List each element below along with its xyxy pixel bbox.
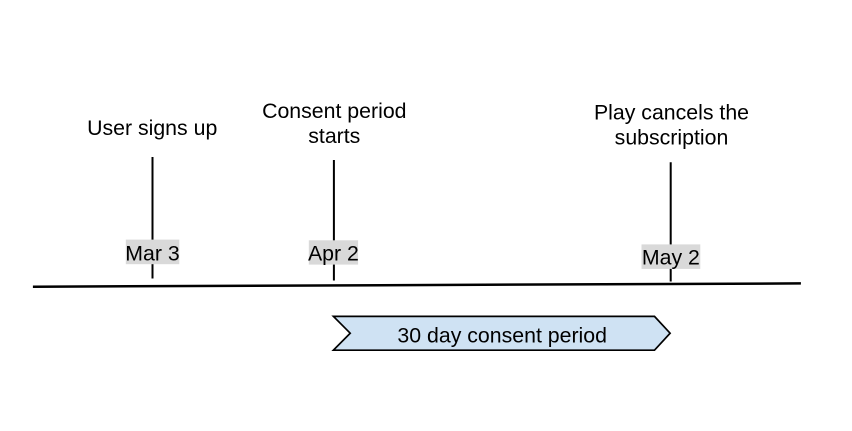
svg-text:Play cancels the: Play cancels the <box>594 101 749 125</box>
svg-text:Apr 2: Apr 2 <box>308 241 359 265</box>
svg-text:subscription: subscription <box>615 125 729 149</box>
svg-text:Mar 3: Mar 3 <box>125 241 179 265</box>
svg-text:starts: starts <box>308 124 360 148</box>
svg-text:User signs up: User signs up <box>87 116 217 140</box>
svg-text:May 2: May 2 <box>642 246 700 270</box>
svg-text:30 day consent period: 30 day consent period <box>397 324 607 348</box>
svg-text:Consent period: Consent period <box>262 99 406 123</box>
